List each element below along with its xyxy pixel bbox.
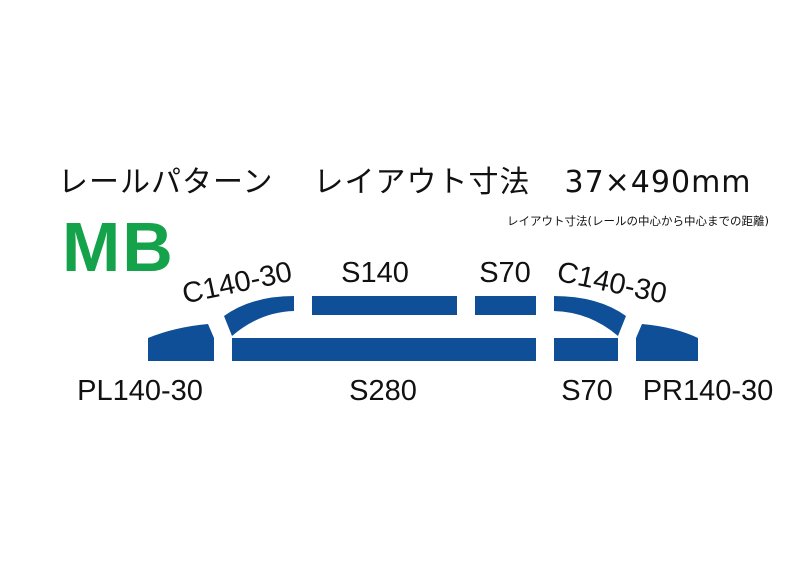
top-straight-short-track <box>475 296 536 315</box>
bottom-straight-short-label: S70 <box>561 375 613 407</box>
top-left-curve-track <box>224 296 294 336</box>
layout-dimension-value: 37×490mm <box>564 165 752 200</box>
page-title: レールパターン レイアウト寸法 37×490mm <box>58 168 752 198</box>
top-right-curve-track <box>554 296 626 336</box>
bottom-straight-long-label: S280 <box>349 375 417 407</box>
top-straight-long-track <box>312 296 457 315</box>
bottom-straight-short-track <box>554 338 618 361</box>
top-straight-short-label: S70 <box>479 257 531 289</box>
top-straight-long-label: S140 <box>341 257 409 289</box>
rail-pattern-heading: レールパターン <box>58 165 274 200</box>
bottom-straight-long-track <box>232 338 536 361</box>
bottom-right-turnout-track <box>636 324 698 361</box>
bottom-right-turnout-label: PR140-30 <box>643 375 774 407</box>
bottom-left-turnout-track <box>148 324 214 361</box>
layout-dimension-heading: レイアウト寸法 <box>313 165 531 200</box>
plan-code: MB <box>62 208 175 286</box>
bottom-left-turnout-label: PL140-30 <box>77 375 203 407</box>
dimension-note: レイアウト寸法(レールの中心から中心までの距離) <box>507 214 769 228</box>
